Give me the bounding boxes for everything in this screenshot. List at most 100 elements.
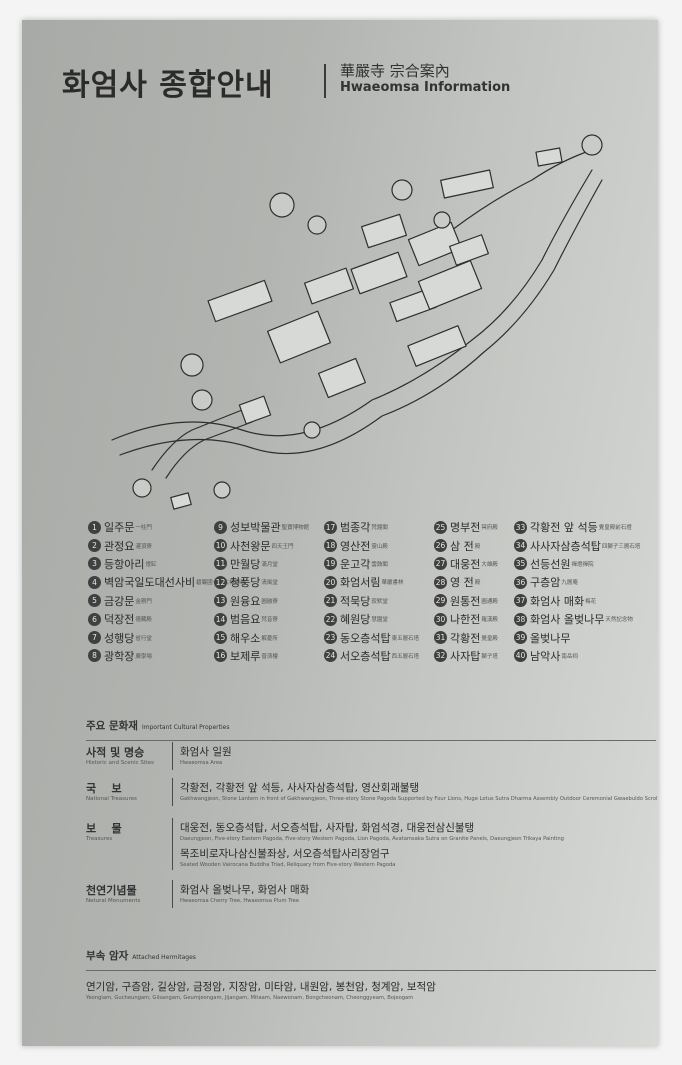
number-marker: 39 (514, 631, 527, 645)
category-english: Treasures (86, 836, 113, 842)
number-marker: 29 (434, 594, 447, 608)
legend-item-name: 사자탑 (450, 649, 481, 663)
number-marker: 32 (434, 649, 447, 663)
legend-item-name: 혜원당 (340, 613, 371, 627)
category-english: Netural Monuments (86, 898, 141, 904)
legend-item-name: 만월당 (230, 557, 261, 571)
legend-item-hanja: 慧園堂 (371, 617, 388, 624)
number-marker: 8 (88, 649, 101, 663)
legend-item-name: 동오층석탑 (340, 631, 391, 645)
number-marker: 31 (434, 631, 447, 645)
number-marker: 34 (514, 539, 527, 553)
legend-item-hanja: 四天王門 (271, 543, 294, 550)
legend-item-hanja: 大雄殿 (481, 561, 498, 568)
heading-korean: 주요 문화재 (86, 720, 138, 732)
legend-item-name: 구층암 (530, 576, 561, 590)
divider-rule (86, 970, 656, 971)
number-marker: 6 (88, 612, 101, 626)
property-names-english: Daeungjeon, Five-story Eastern Pagoda, F… (180, 836, 564, 842)
number-marker: 26 (434, 539, 447, 553)
number-marker: 4 (88, 575, 101, 589)
property-names-english: Gakhwangjeon, Stone Lantern in front of … (180, 796, 658, 802)
legend-item-name: 광학장 (104, 649, 135, 663)
legend-item-name: 운고각 (340, 557, 371, 571)
heading-english: Important Cultural Properties (141, 724, 230, 731)
legend-item-name: 사천왕문 (230, 539, 271, 553)
property-names: 각황전, 각황전 앞 석등, 사사자삼층석탑, 영산회괘불탱 (180, 782, 420, 794)
number-marker: 14 (214, 612, 227, 626)
legend-item-hanja: 金剛門 (135, 598, 152, 605)
property-names: 목조비로자나삼신불좌상, 서오층석탑사리장엄구 (180, 848, 390, 860)
hermitage-list: 연기암, 구층암, 길상암, 금정암, 지장암, 미타암, 내원암, 봉천암, … (86, 981, 436, 993)
legend-item-hanja: 九層庵 (561, 580, 578, 587)
number-marker: 2 (88, 539, 101, 553)
legend-item-name: 원융요 (230, 594, 261, 608)
legend-item-name: 금강문 (104, 594, 135, 608)
legend-item-hanja: 冥府殿 (481, 525, 498, 532)
legend-item-hanja: 雲鼓閣 (371, 561, 388, 568)
property-names: 화엄사 일원 (180, 746, 232, 758)
legend-item-name: 각황전 (450, 631, 481, 645)
category-english: Historic and Scenic Sites (86, 760, 154, 766)
legend-item-name: 벽암국일도대선사비 (104, 576, 196, 590)
hermitage-list-english: Yeongiam, Gucheungam, Gilsangam, Geumjeo… (86, 995, 414, 1001)
legend-item-hanja: 覺皇殿前石燈 (598, 525, 632, 532)
legend-item-name: 화엄사 매화 (530, 594, 585, 608)
number-marker: 9 (214, 520, 227, 534)
legend-item-hanja: 德藏殿 (135, 617, 152, 624)
number-marker: 18 (324, 539, 337, 553)
buildings (170, 147, 563, 510)
number-marker: 19 (324, 557, 337, 571)
property-names: 대웅전, 동오층석탑, 서오층석탑, 사자탑, 화엄석경, 대웅전삼신불탱 (180, 822, 475, 834)
legend-item-name: 청풍당 (230, 576, 261, 590)
title-divider (324, 64, 326, 98)
legend-item-name: 성행당 (104, 631, 135, 645)
legend-item-name: 보제루 (230, 649, 261, 663)
legend-item-name: 범음요 (230, 613, 261, 627)
number-marker: 23 (324, 631, 337, 645)
number-marker: 11 (214, 557, 227, 571)
legend-item-hanja: 燈缸 (145, 561, 157, 568)
legend-item-name: 원통전 (450, 594, 481, 608)
legend-item-hanja: 南岳祠 (561, 653, 578, 660)
heading-korean: 부속 암자 (86, 950, 129, 962)
number-marker: 22 (324, 612, 337, 626)
legend-item-hanja: 靈山殿 (371, 543, 388, 550)
legend-item-hanja: 梅花 (585, 598, 597, 605)
divider-rule (86, 740, 656, 741)
title-hanja: 華嚴寺 宗合案內 (340, 62, 450, 80)
legend-item-hanja: 天然記念物 (605, 617, 633, 624)
legend-item-name: 화엄서림 (340, 576, 381, 590)
legend-item-hanja: 羅漢殿 (481, 617, 498, 624)
building-legend: 1일주문一柱門2관정요灌頂寮3등항아리燈缸4벽암국일도대선사비碧巖國一都大禪師碑… (88, 518, 648, 668)
legend-item-name: 사사자삼층석탑 (530, 539, 601, 553)
number-marker: 35 (514, 557, 527, 571)
number-marker: 37 (514, 594, 527, 608)
legend-item-hanja: 殿 (474, 543, 481, 550)
legend-item-hanja: 梵音寮 (261, 617, 278, 624)
temple-map-illustration (111, 134, 603, 510)
number-marker: 20 (324, 575, 337, 589)
legend-item-hanja: 圓通殿 (481, 598, 498, 605)
number-marker: 27 (434, 557, 447, 571)
